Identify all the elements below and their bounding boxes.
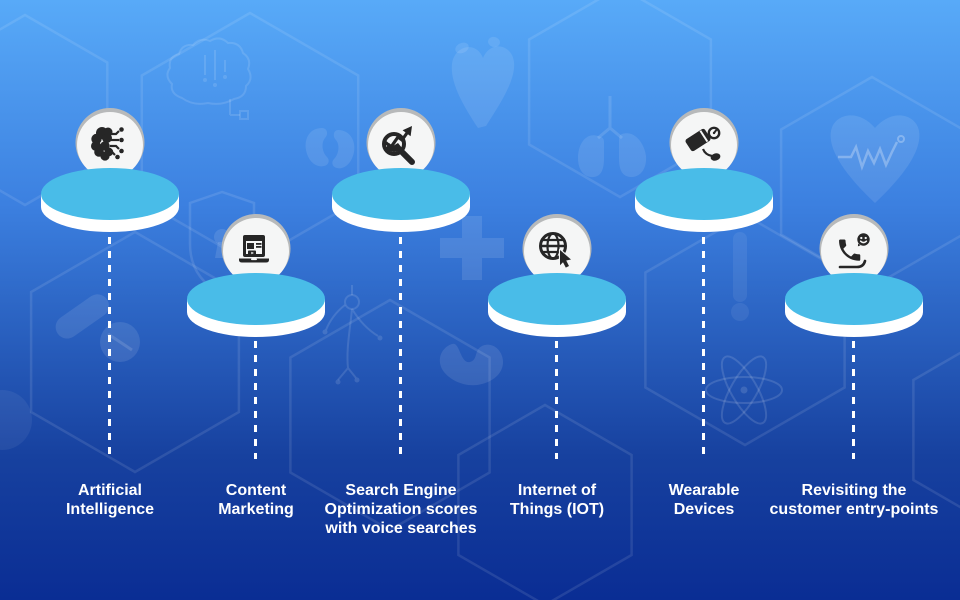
dotted-leader-line [555, 341, 558, 459]
pin-marker [664, 107, 744, 207]
trend-item-artificial-intelligence: Artificial Intelligence [10, 0, 210, 600]
dotted-leader-line [399, 237, 402, 459]
pin-face [368, 112, 434, 178]
bg-heart-icon [451, 36, 515, 128]
ai-brain-circuit-icon [91, 127, 124, 161]
item-label: Search Engine Optimization scores with v… [324, 482, 478, 537]
bg-atom-icon [705, 355, 783, 425]
item-label: Internet of Things (IOT) [509, 482, 605, 518]
platform-disc [186, 272, 326, 338]
dotted-leader-line [108, 237, 111, 459]
trend-item-content-marketing: Content Marketing [156, 0, 356, 600]
bg-thermometer-icon [731, 232, 749, 321]
platform-disc [487, 272, 627, 338]
seo-magnifier-arrow-icon [382, 126, 415, 165]
dotted-leader-line [852, 341, 855, 459]
pin-marker [70, 107, 150, 207]
trend-item-wearable-devices: Wearable Devices [604, 0, 804, 600]
pin-marker [517, 213, 597, 313]
pin-face [671, 112, 737, 178]
bg-stomach-icon [439, 343, 504, 386]
blood-pressure-monitor-icon [685, 126, 721, 161]
platform-disc [331, 167, 471, 233]
bg-cross-icon [440, 216, 504, 280]
content-laptop-video-icon [239, 235, 269, 263]
item-label: Wearable Devices [668, 482, 740, 518]
bg-neuron-icon [322, 285, 383, 385]
phone-smiley-icon [838, 233, 870, 269]
dotted-leader-line [702, 237, 705, 459]
bg-brain-circuit-icon [166, 37, 252, 120]
bg-kidneys-icon [305, 128, 355, 169]
pin-marker [361, 107, 441, 207]
platform-disc [634, 167, 774, 233]
pin-face [821, 218, 887, 284]
globe-cursor-icon [539, 232, 573, 269]
item-label: Revisiting the customer entry-points [769, 482, 939, 518]
bg-lungs-icon [578, 96, 647, 178]
dotted-leader-line [254, 341, 257, 459]
item-label: Content Marketing [218, 482, 294, 518]
item-label: Artificial Intelligence [65, 482, 155, 518]
bg-corner-blob [0, 390, 32, 450]
platform-disc [784, 272, 924, 338]
trend-item-iot: Internet of Things (IOT) [457, 0, 657, 600]
bg-heart-ecg-icon [830, 115, 920, 203]
trend-item-customer-entry-points: Revisiting the customer entry-points [754, 0, 954, 600]
trend-item-seo-voice: Search Engine Optimization scores with v… [301, 0, 501, 600]
platform-disc [40, 167, 180, 233]
